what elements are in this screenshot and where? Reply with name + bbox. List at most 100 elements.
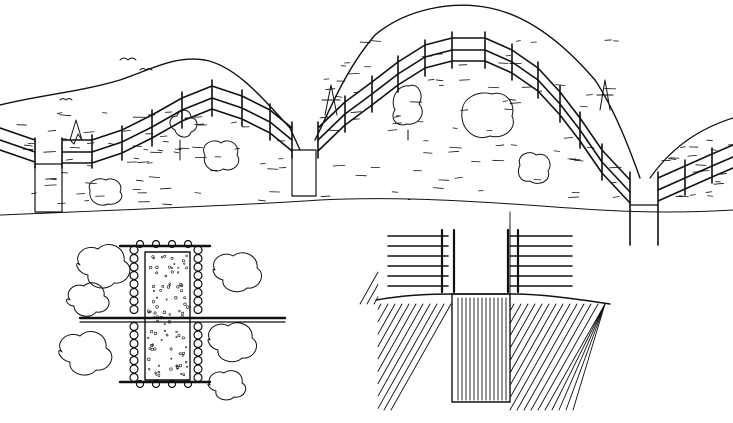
hatch-stroke bbox=[449, 146, 462, 149]
hatch-stroke bbox=[579, 105, 588, 108]
texture-dot bbox=[175, 365, 180, 369]
soil-hatch bbox=[509, 303, 536, 349]
texture-dot bbox=[153, 311, 157, 315]
hatch-stroke bbox=[348, 72, 360, 75]
soil-hatch bbox=[377, 303, 438, 409]
hatch-stroke bbox=[586, 94, 593, 96]
hatch-stroke bbox=[108, 142, 114, 145]
texture-dot bbox=[177, 271, 180, 274]
landscape-view bbox=[0, 4, 733, 246]
texture-dot bbox=[178, 352, 182, 356]
texture-dot bbox=[170, 357, 173, 360]
hatch-stroke bbox=[423, 152, 433, 154]
plan-stakes bbox=[129, 239, 203, 389]
soil-hatch bbox=[509, 303, 529, 337]
texture-dot bbox=[155, 265, 159, 269]
soil-hatch bbox=[366, 284, 379, 305]
hatch-stroke bbox=[31, 192, 37, 195]
texture-dot bbox=[155, 271, 159, 275]
texture-dot bbox=[175, 330, 178, 333]
soil-hatch bbox=[390, 303, 452, 411]
hatch-stroke bbox=[76, 193, 85, 195]
soil-hatch bbox=[565, 303, 606, 411]
hatch-stroke bbox=[710, 149, 717, 151]
hatch-stroke bbox=[432, 187, 444, 189]
texture-dot bbox=[174, 296, 178, 300]
stake-circle bbox=[193, 262, 203, 272]
hatch-stroke bbox=[184, 117, 193, 119]
hatch-stroke bbox=[713, 183, 724, 185]
texture-dot bbox=[153, 331, 158, 336]
hatch-stroke bbox=[460, 109, 469, 111]
right-fence bbox=[317, 31, 631, 246]
stake-circle bbox=[193, 304, 203, 315]
texture-dot bbox=[163, 255, 167, 258]
hatch-stroke bbox=[332, 164, 346, 167]
hatch-stroke bbox=[687, 154, 697, 157]
hatch-stroke bbox=[609, 166, 622, 169]
texture-dot bbox=[155, 373, 158, 376]
texture-dot bbox=[182, 259, 185, 263]
left-ditch-opening bbox=[34, 163, 63, 213]
hatch-stroke bbox=[57, 202, 66, 205]
hatch-stroke bbox=[135, 179, 144, 182]
soil-hatch bbox=[544, 303, 606, 411]
plan-bushes bbox=[58, 244, 262, 401]
hatch-stroke bbox=[574, 159, 584, 162]
hatch-stroke bbox=[194, 123, 205, 126]
texture-dot bbox=[185, 254, 188, 258]
hatch-stroke bbox=[510, 144, 518, 146]
soil-hatch bbox=[530, 303, 592, 411]
texture-dot bbox=[175, 336, 178, 339]
hatch-stroke bbox=[334, 95, 343, 98]
texture-dot bbox=[180, 289, 184, 293]
section-soil-hatching bbox=[359, 211, 606, 411]
texture-dot bbox=[155, 305, 159, 309]
stake-circle bbox=[129, 338, 139, 349]
soil-hatch bbox=[558, 303, 606, 411]
stake-circle bbox=[193, 372, 203, 383]
texture-dot bbox=[157, 370, 161, 374]
section-ditch-planks bbox=[457, 297, 507, 401]
stake-circle bbox=[167, 379, 177, 389]
texture-dot bbox=[146, 309, 151, 313]
hatch-stroke bbox=[727, 144, 733, 146]
ground-line bbox=[0, 198, 733, 216]
soil-hatch bbox=[373, 296, 379, 305]
texture-dot bbox=[168, 313, 171, 316]
soil-hatch bbox=[509, 303, 564, 399]
stake-circle bbox=[167, 239, 177, 249]
soil-hatch bbox=[377, 303, 417, 372]
hatch-stroke bbox=[502, 100, 509, 102]
texture-dot bbox=[183, 296, 186, 300]
hatch-stroke bbox=[146, 162, 153, 164]
vegetation bbox=[69, 79, 614, 206]
texture-dot bbox=[147, 357, 151, 361]
texture-dot bbox=[159, 288, 163, 292]
stake-circle bbox=[183, 239, 193, 249]
stake-circle bbox=[193, 279, 203, 289]
hatch-stroke bbox=[58, 114, 72, 117]
texture-dot bbox=[162, 310, 167, 314]
hatch-stroke bbox=[705, 191, 713, 193]
texture-dot bbox=[150, 347, 154, 351]
hatch-stroke bbox=[448, 150, 460, 153]
texture-dot bbox=[167, 320, 172, 324]
texture-dot bbox=[184, 360, 188, 364]
hatch-stroke bbox=[234, 148, 240, 150]
stake-circle bbox=[129, 262, 139, 272]
texture-dot bbox=[164, 274, 168, 278]
soil-hatch bbox=[377, 303, 410, 360]
texture-dot bbox=[165, 333, 169, 337]
section-fence bbox=[387, 228, 573, 294]
texture-dot bbox=[180, 372, 183, 375]
bush-right bbox=[517, 152, 551, 184]
stake-circle bbox=[129, 372, 139, 383]
left-fence bbox=[0, 79, 293, 169]
stake-circle bbox=[129, 270, 139, 281]
soil-hatch bbox=[359, 271, 379, 305]
stake-circle bbox=[129, 355, 139, 366]
stake-circle bbox=[151, 239, 161, 249]
hatch-stroke bbox=[47, 130, 57, 132]
